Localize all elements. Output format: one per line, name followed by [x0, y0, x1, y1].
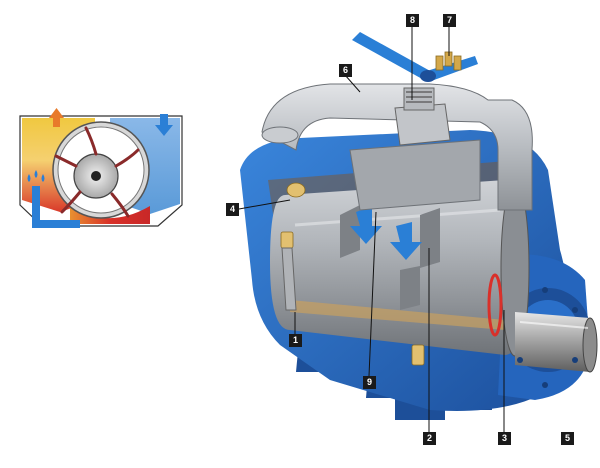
outlet-arrow-icon — [49, 108, 64, 127]
callout-label-1: 1 — [289, 334, 302, 347]
liquid-drops-icon — [27, 170, 45, 182]
callout-label-9: 9 — [363, 376, 376, 389]
callout-label-2: 2 — [423, 432, 436, 445]
callout-label-7: 7 — [443, 14, 456, 27]
pump-cutaway — [240, 32, 598, 420]
callout-label-5: 5 — [561, 432, 574, 445]
callout-label-3: 3 — [498, 432, 511, 445]
principle-inset — [19, 108, 183, 228]
callout-label-6: 6 — [339, 64, 352, 77]
callout-label-8: 8 — [406, 14, 419, 27]
leader-lines — [238, 27, 505, 432]
callout-label-4: 4 — [226, 203, 239, 216]
inlet-arrow-icon — [155, 114, 173, 136]
